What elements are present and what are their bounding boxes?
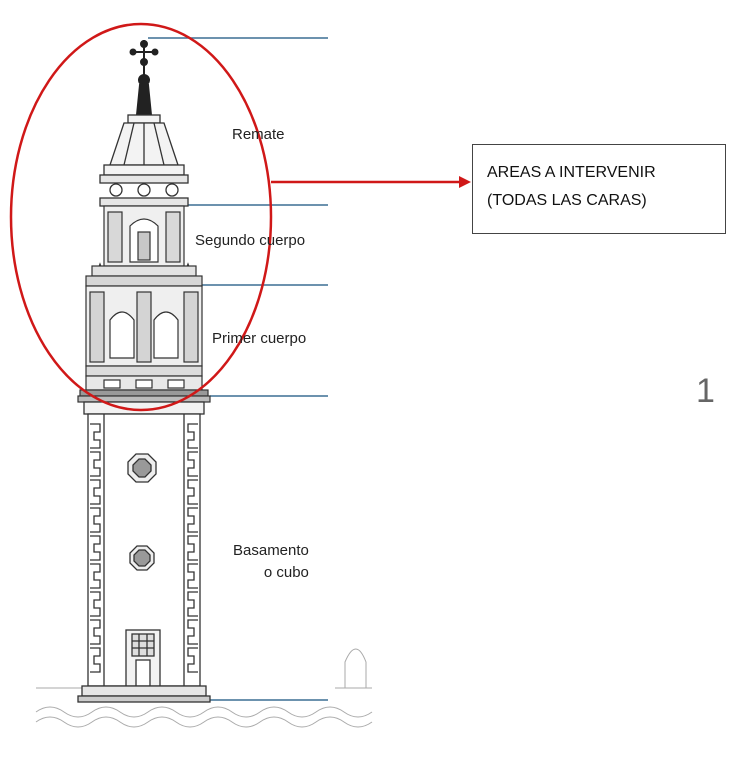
callout-arrow <box>271 176 471 188</box>
page-number: 1 <box>696 372 715 410</box>
callout-box: AREAS A INTERVENIR (TODAS LAS CARAS) <box>472 144 726 234</box>
cross-finial <box>129 40 159 116</box>
label-basamento: Basamento o cubo <box>233 540 309 584</box>
intervention-area-ellipse <box>9 22 273 412</box>
callout-line1: AREAS A INTERVENIR <box>487 164 656 181</box>
spire <box>99 114 189 207</box>
label-segundo-cuerpo: Segundo cuerpo <box>195 232 306 249</box>
second-body <box>85 205 203 287</box>
base-shaft <box>77 401 211 703</box>
level-lines <box>148 37 328 701</box>
ground-ornament <box>35 648 373 728</box>
label-basamento-line1: Basamento <box>233 542 309 559</box>
callout-line2: (TODAS LAS CARAS) <box>487 192 647 209</box>
first-body <box>77 285 211 403</box>
label-remate: Remate <box>232 126 285 143</box>
label-basamento-line2: o cubo <box>263 564 309 581</box>
label-primer-cuerpo: Primer cuerpo <box>212 330 307 347</box>
